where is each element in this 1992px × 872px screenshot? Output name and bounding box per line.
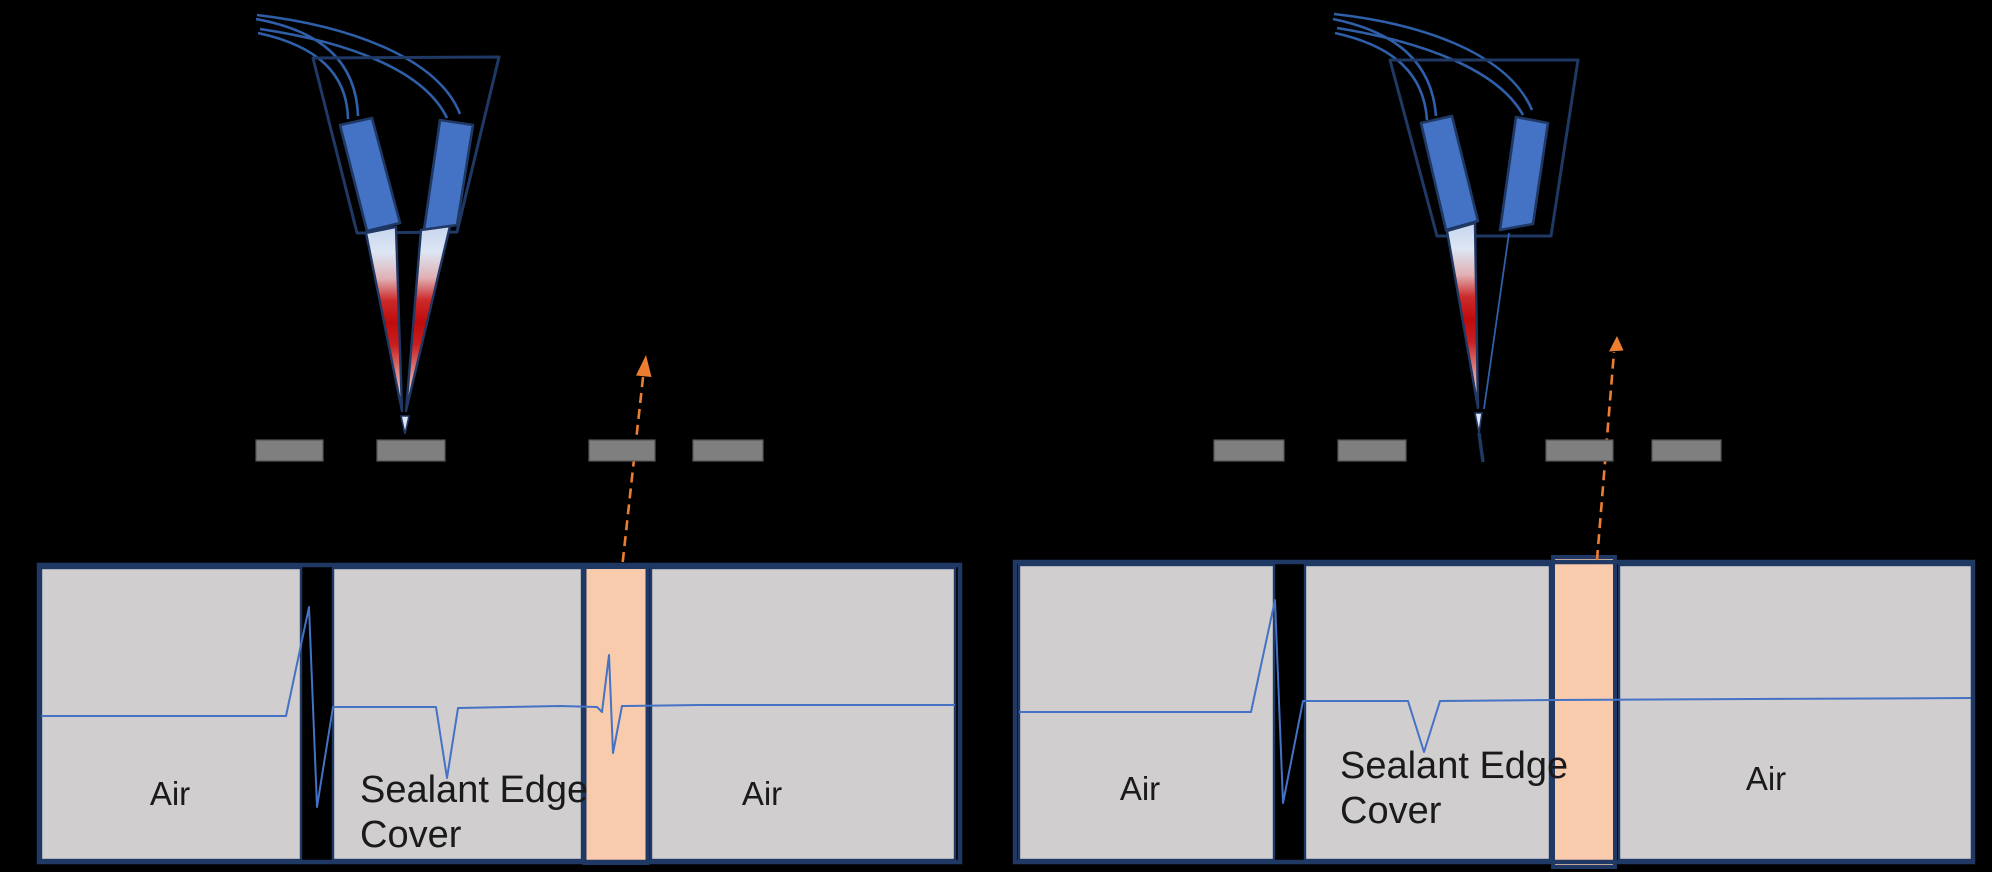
right-flame-pierce-line xyxy=(1477,432,1485,463)
right-discharge-path-line xyxy=(1483,232,1510,410)
left-emission-arrow xyxy=(621,355,652,563)
left-torch-nozzle-outline xyxy=(311,55,501,235)
left-sealant-label-line1: Sealant Edge xyxy=(360,769,588,811)
right-torch-wire-3 xyxy=(1332,17,1438,117)
right-sealant-box xyxy=(1303,563,1552,862)
left-electrode-2 xyxy=(422,118,475,232)
right-pad-2 xyxy=(1337,439,1407,462)
left-emission-arrow-line xyxy=(621,372,645,563)
right-torch-nozzle-outline xyxy=(1388,58,1580,238)
left-flame-tip-icon xyxy=(400,415,410,435)
left-plasma-flame-1 xyxy=(364,225,404,413)
right-plasma-flame xyxy=(1445,221,1480,410)
left-air-left-label: Air xyxy=(150,775,190,812)
right-panel-border xyxy=(1012,559,1976,865)
left-electrode-1 xyxy=(338,116,402,233)
left-sealant-label-line2: Cover xyxy=(360,814,462,856)
left-air-box-2 xyxy=(649,566,957,862)
left-sample-panel: Air Sealant Edge Cover Air xyxy=(36,562,963,865)
left-torch-wire-3 xyxy=(255,17,360,117)
left-diagram: Air Sealant Edge Cover Air xyxy=(36,13,963,865)
left-pad-4 xyxy=(692,439,764,462)
right-torch-wire-4 xyxy=(1334,31,1429,121)
left-air-box-1 xyxy=(39,566,303,862)
right-cover-strip xyxy=(1551,555,1617,869)
right-sample-panel: Air Sealant Edge Cover Air xyxy=(1012,555,1976,869)
right-air-box-2 xyxy=(1617,563,1975,862)
right-torch-wire-1 xyxy=(1333,12,1534,111)
left-plasma-flame-2 xyxy=(404,224,452,413)
right-pad-4 xyxy=(1651,439,1722,462)
left-cover-strip xyxy=(582,565,650,865)
right-sample-pads xyxy=(1213,439,1722,462)
left-torch-wire-2 xyxy=(259,27,449,119)
right-air-right-label: Air xyxy=(1746,760,1786,797)
right-sealant-label-line1: Sealant Edge xyxy=(1340,745,1568,787)
left-torch-wire-1 xyxy=(256,13,462,115)
right-pad-3 xyxy=(1545,439,1614,462)
left-pad-1 xyxy=(255,439,324,462)
left-torch-wire-4 xyxy=(257,31,350,120)
right-pad-1 xyxy=(1213,439,1285,462)
left-pad-3 xyxy=(588,439,656,462)
left-emission-arrowhead-icon xyxy=(636,355,652,377)
right-sealant-label-line2: Cover xyxy=(1340,790,1442,832)
right-torch xyxy=(1332,12,1580,463)
left-torch xyxy=(255,13,501,435)
right-signal-trace xyxy=(1019,599,1974,804)
right-electrode-1 xyxy=(1419,114,1480,232)
right-flame-tip-icon xyxy=(1474,412,1483,434)
right-diagram: Air Sealant Edge Cover Air xyxy=(1012,12,1976,869)
right-air-left-label: Air xyxy=(1120,770,1160,807)
left-signal-trace xyxy=(41,606,955,808)
right-emission-arrowhead-icon xyxy=(1609,336,1624,352)
left-air-right-label: Air xyxy=(742,775,782,812)
right-electrode-2 xyxy=(1498,115,1550,232)
left-pad-2 xyxy=(376,439,446,462)
left-sample-pads xyxy=(255,439,764,462)
left-panel-border xyxy=(36,562,963,865)
